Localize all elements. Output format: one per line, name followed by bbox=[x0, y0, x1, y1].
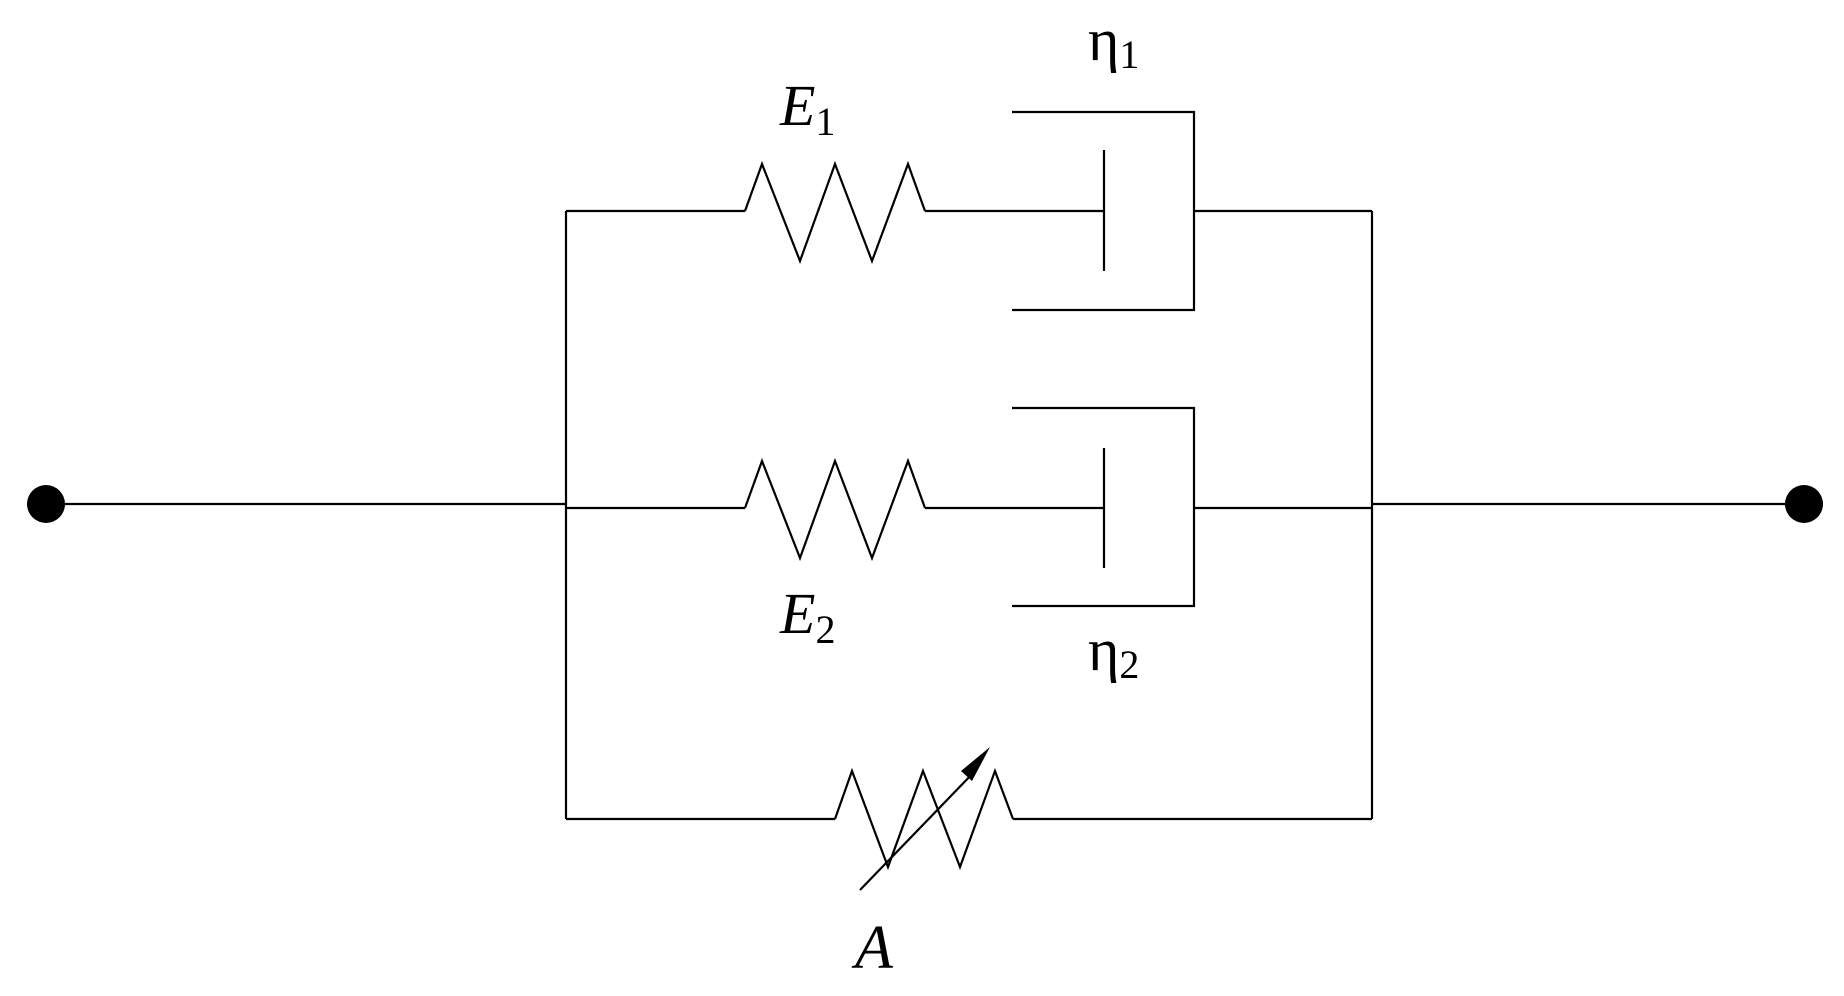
top-branch bbox=[566, 110, 1372, 312]
variable-spring-a bbox=[833, 767, 1015, 871]
label-a: A bbox=[851, 914, 894, 982]
label-eta2: η2 bbox=[1088, 617, 1139, 687]
variable-arrow-head bbox=[961, 747, 990, 781]
label-eta1: η1 bbox=[1088, 7, 1139, 77]
label-e1: E1 bbox=[779, 73, 835, 144]
middle-branch bbox=[566, 406, 1372, 608]
spring-e1 bbox=[743, 160, 927, 265]
variable-arrow-shaft bbox=[859, 769, 977, 891]
bottom-branch bbox=[566, 747, 1372, 891]
label-e2: E2 bbox=[779, 581, 835, 652]
spring-e2 bbox=[743, 457, 927, 562]
